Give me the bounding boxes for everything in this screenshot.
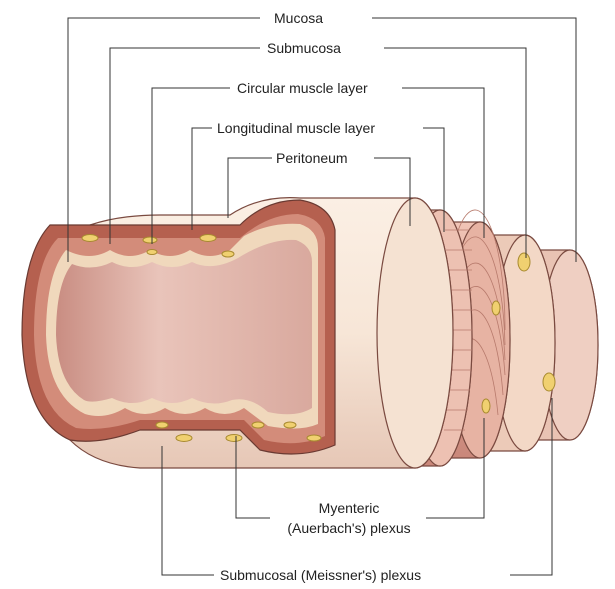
- label-peritoneum: Peritoneum: [272, 150, 352, 166]
- label-submucosal-plexus: Submucosal (Meissner's) plexus: [216, 567, 425, 583]
- label-submucosa: Submucosa: [263, 40, 345, 56]
- label-longitudinal-muscle-layer: Longitudinal muscle layer: [213, 120, 379, 136]
- label-circular-muscle-layer: Circular muscle layer: [233, 80, 372, 96]
- label-myenteric-line1: Myenteric: [272, 498, 426, 518]
- label-myenteric-plexus: Myenteric (Auerbach's) plexus: [272, 498, 426, 538]
- label-myenteric-line2: (Auerbach's) plexus: [272, 518, 426, 538]
- tube-wall-cross-section: [22, 200, 335, 454]
- label-mucosa: Mucosa: [270, 10, 327, 26]
